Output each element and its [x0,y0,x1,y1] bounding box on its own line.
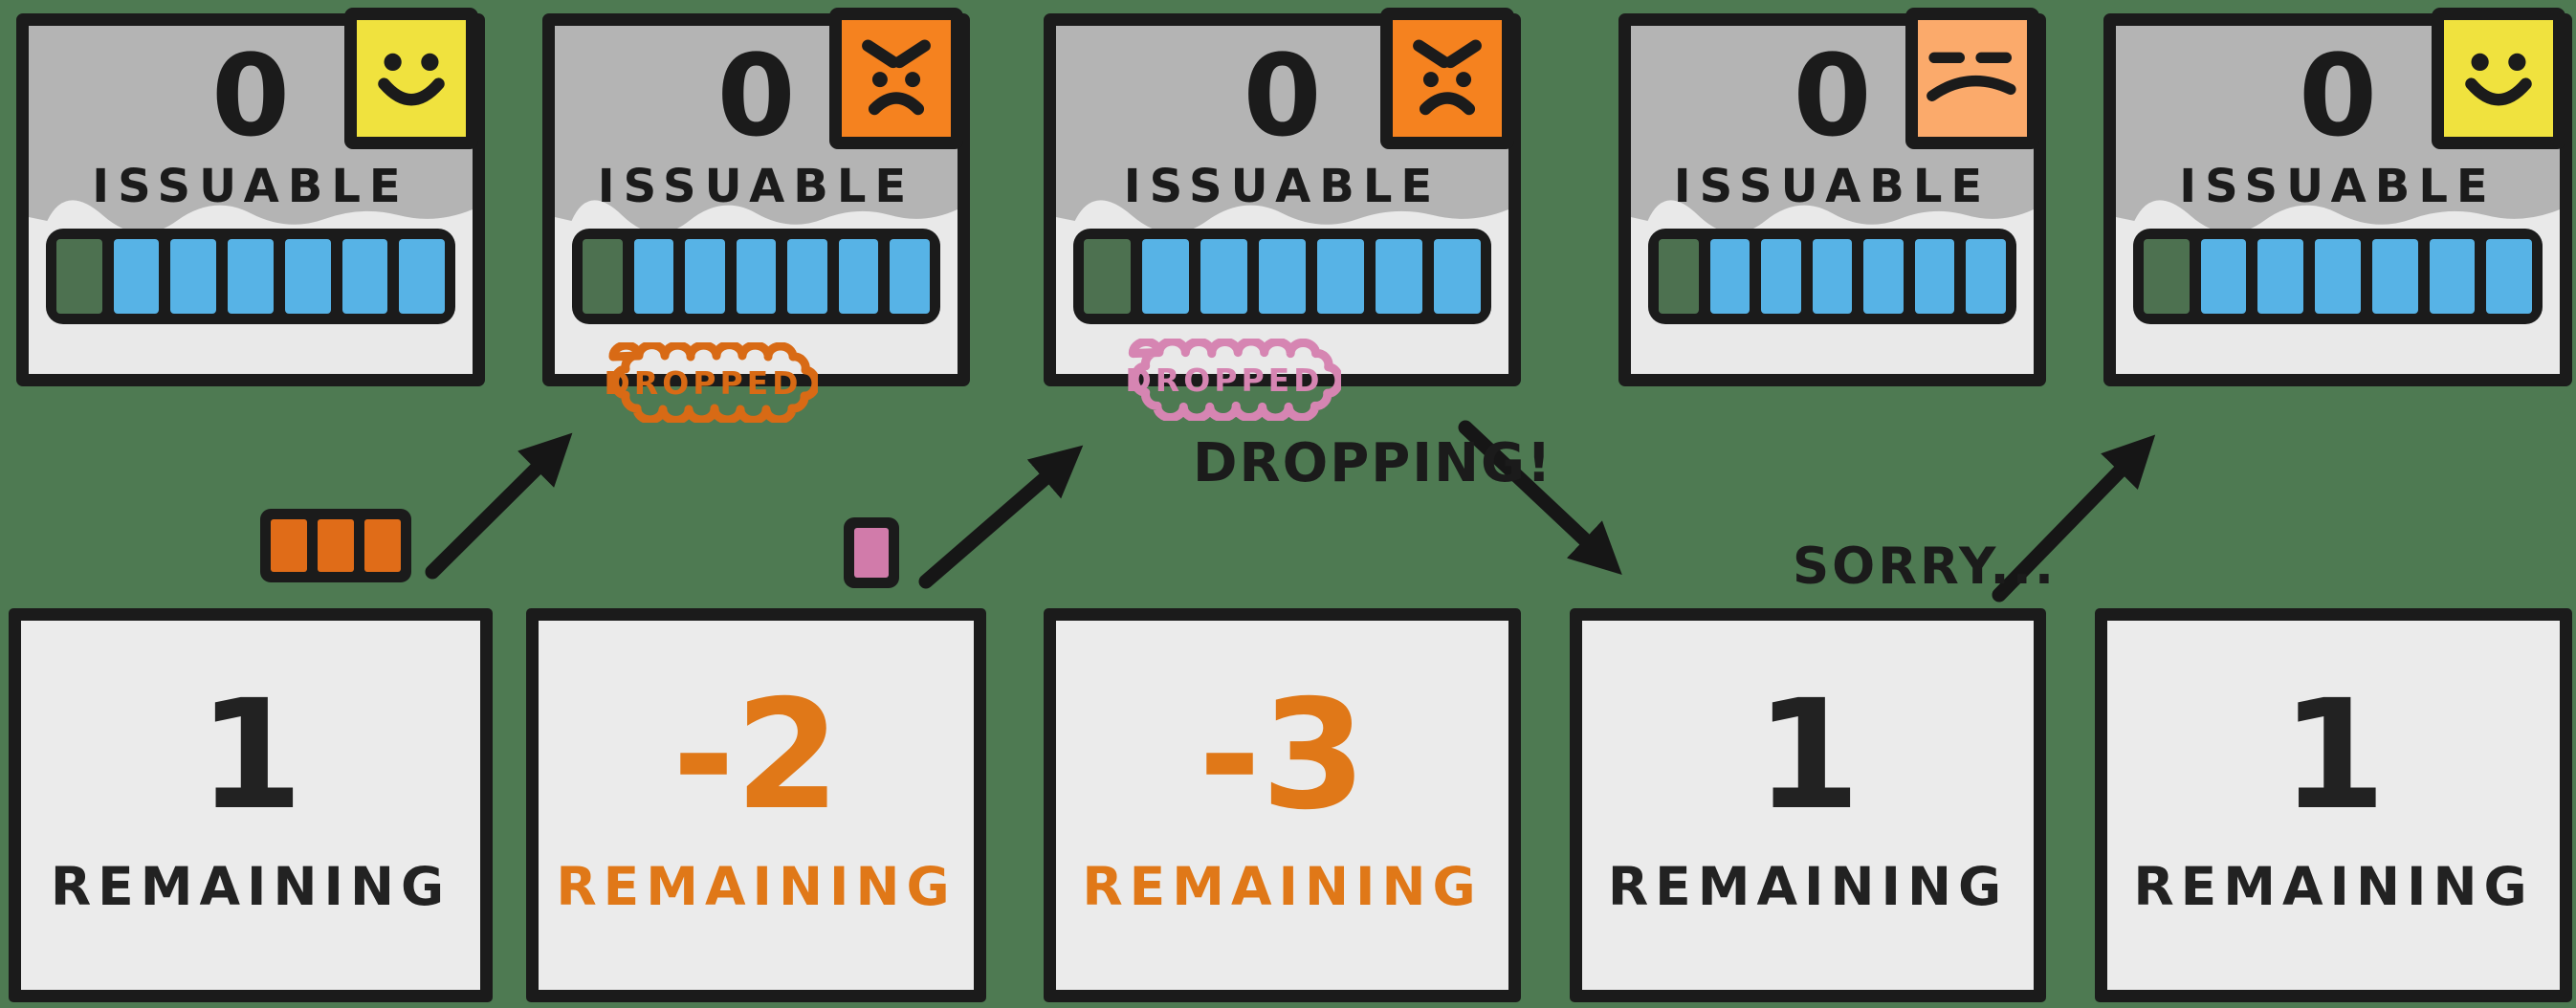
remaining-count: 1 [1755,668,1860,844]
issuable-label: ISSUABLE [1673,160,1992,213]
bar-cell-empty [56,239,102,314]
orange-token-unit [364,519,401,572]
issuable-count: 0 [1243,30,1322,162]
bar-cell-empty [1084,239,1131,314]
bottom-card-2: -2 REMAINING [526,608,986,1002]
angry-face-icon [1380,8,1514,149]
bar-cell-filled [170,239,217,314]
remaining-count: 1 [198,668,303,844]
bottom-card-1: 1 REMAINING [9,608,493,1002]
dropping-label: DROPPING! [1193,432,1553,494]
bar-cell-filled [2429,239,2476,314]
bar-cell-filled [113,239,160,314]
issuable-count: 0 [1793,30,1872,162]
bar-cell-filled [1863,239,1904,314]
dropped-badge-label: DROPPED [1125,361,1324,399]
dropped-badge-orange: DROPPED [588,342,818,423]
happy-face-icon [344,8,478,149]
remaining-label: REMAINING [556,856,957,917]
bar-cell-empty [583,239,623,314]
bar-cell-filled [1812,239,1853,314]
bar-cell-filled [1259,239,1306,314]
remaining-label: REMAINING [2133,856,2534,917]
bar-cell-filled [685,239,725,314]
bar-cell-filled [1761,239,1801,314]
bar-cell-filled [1966,239,2007,314]
pink-token-unit [854,528,889,578]
issuance-progress-bar [2133,229,2543,324]
top-card-4: 0 ISSUABLE [1618,8,2046,386]
remaining-label: REMAINING [50,856,451,917]
remaining-label: REMAINING [1082,856,1483,917]
remaining-count: 1 [2280,668,2387,844]
orange-token-group [260,509,411,582]
issuance-progress-bar [46,229,455,324]
remaining-label: REMAINING [1607,856,2009,917]
dropped-badge-pink: DROPPED [1108,339,1341,421]
bar-cell-filled [1376,239,1422,314]
top-card-5: 0 ISSUABLE [2103,8,2572,386]
dropped-badge-label: DROPPED [604,363,803,402]
sad-face-icon [1905,8,2039,149]
remaining-count: -2 [672,668,841,844]
issuance-progress-bar [1073,229,1491,324]
orange-token-unit [271,519,307,572]
top-card-1: 0 ISSUABLE [16,8,485,386]
happy-face-icon [2432,8,2565,149]
issuable-label: ISSUABLE [92,160,409,213]
issuance-progress-bar [572,229,940,324]
bar-cell-filled [2486,239,2533,314]
bar-cell-filled [2200,239,2247,314]
bar-cell-filled [399,239,446,314]
pink-token-group [844,517,899,588]
sorry-label: SORRY... [1793,537,2057,596]
bottom-card-5: 1 REMAINING [2095,608,2572,1002]
arrow-tokens-to-dropped-2 [918,445,1084,589]
top-card-3: 0 ISSUABLE [1044,8,1521,386]
bar-cell-filled [890,239,931,314]
bar-cell-filled [228,239,274,314]
issuable-label: ISSUABLE [597,160,915,213]
angry-face-icon [829,8,963,149]
bar-cell-filled [2371,239,2418,314]
bar-cell-filled [1434,239,1481,314]
bar-cell-filled [736,239,777,314]
bottom-card-4: 1 REMAINING [1570,608,2046,1002]
arrow-tokens-to-dropped-1 [425,432,573,580]
bar-cell-filled [838,239,879,314]
bar-cell-filled [284,239,331,314]
bottom-card-3: -3 REMAINING [1044,608,1521,1002]
bar-cell-filled [2257,239,2304,314]
bar-cell-filled [787,239,827,314]
issuable-label: ISSUABLE [1123,160,1442,213]
top-card-2: 0 ISSUABLE [542,8,970,386]
bar-cell-filled [341,239,388,314]
bar-cell-filled [1709,239,1750,314]
bar-cell-filled [1317,239,1364,314]
remaining-count: -3 [1198,668,1367,844]
bar-cell-empty [1659,239,1699,314]
bar-cell-filled [1914,239,1955,314]
issuable-count: 0 [2298,30,2378,162]
bar-cell-filled [633,239,674,314]
issuance-progress-bar [1648,229,2016,324]
bar-cell-filled [1200,239,1247,314]
issuable-count: 0 [716,30,796,162]
issuable-label: ISSUABLE [2179,160,2497,213]
issuable-count: 0 [210,30,291,162]
bar-cell-filled [1142,239,1189,314]
bar-cell-filled [2315,239,2361,314]
orange-token-unit [318,519,354,572]
bar-cell-empty [2144,239,2190,314]
